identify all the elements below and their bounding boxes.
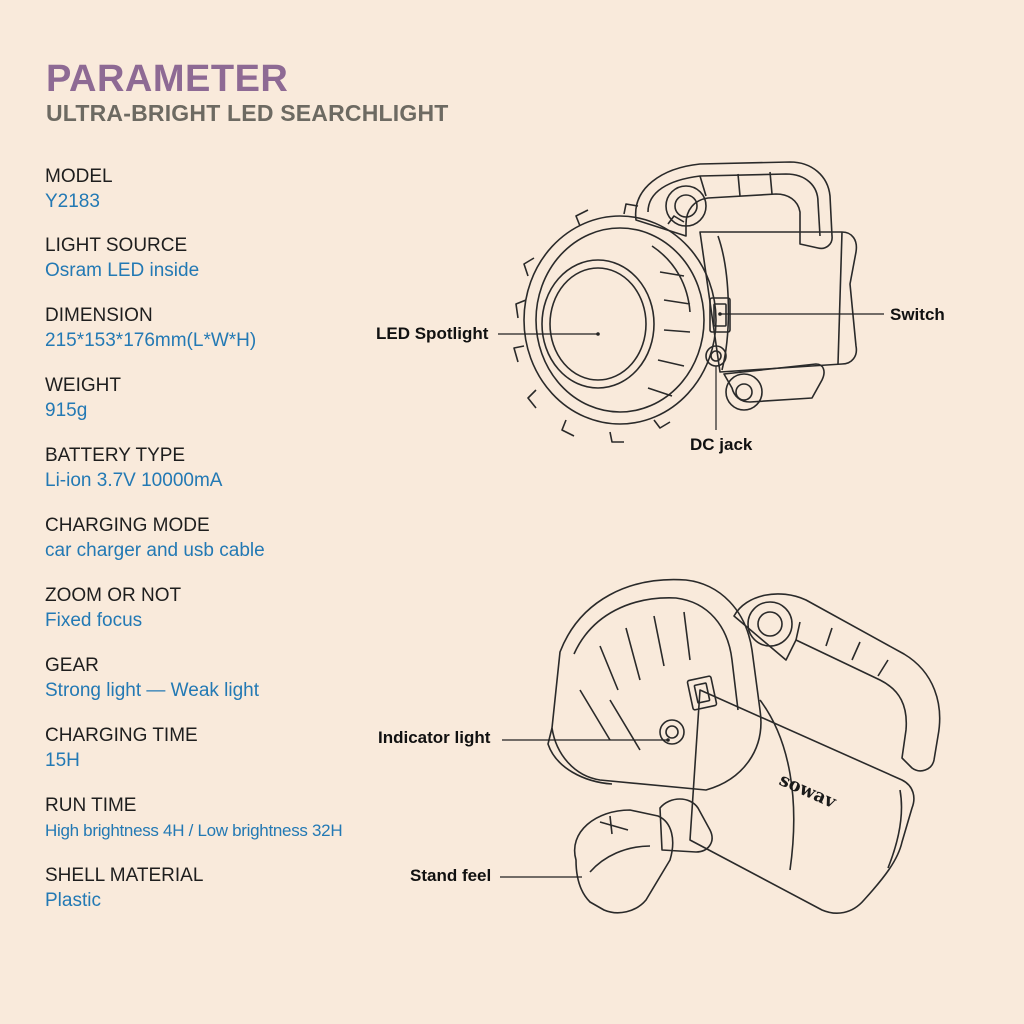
spec-label: GEAR bbox=[45, 655, 99, 676]
spec-value: Y2183 bbox=[45, 191, 100, 212]
callout-led-spotlight: LED Spotlight bbox=[376, 324, 489, 343]
spec-label: ZOOM OR NOT bbox=[45, 585, 182, 606]
spec-value: Fixed focus bbox=[45, 610, 143, 631]
spec-value: Strong light — Weak light bbox=[45, 680, 260, 701]
spec-run-time: RUN TIME High brightness 4H / Low bright… bbox=[45, 795, 385, 842]
spec-label: RUN TIME bbox=[45, 795, 137, 816]
spec-label: MODEL bbox=[45, 166, 113, 187]
spec-label: DIMENSION bbox=[45, 305, 153, 326]
callout-indicator-light: Indicator light bbox=[378, 728, 491, 747]
spec-charging-time: CHARGING TIME 15H bbox=[45, 725, 385, 772]
searchlight-side-view bbox=[547, 578, 941, 914]
spec-gear: GEAR Strong light — Weak light bbox=[45, 655, 385, 702]
spec-dimension: DIMENSION 215*153*176mm(L*W*H) bbox=[45, 305, 385, 352]
spec-value: 215*153*176mm(L*W*H) bbox=[45, 330, 257, 351]
spec-zoom: ZOOM OR NOT Fixed focus bbox=[45, 585, 385, 632]
callout-stand-feel: Stand feel bbox=[410, 866, 492, 885]
spec-shell-material: SHELL MATERIAL Plastic bbox=[45, 865, 385, 912]
spec-label: CHARGING MODE bbox=[45, 515, 210, 536]
spec-label: CHARGING TIME bbox=[45, 725, 198, 746]
spec-label: WEIGHT bbox=[45, 375, 121, 396]
spec-value: Plastic bbox=[45, 890, 101, 911]
spec-value: Li-ion 3.7V 10000mA bbox=[45, 470, 223, 491]
spec-value: Osram LED inside bbox=[45, 260, 200, 281]
page-subtitle: ULTRA-BRIGHT LED SEARCHLIGHT bbox=[46, 100, 449, 126]
spec-label: LIGHT SOURCE bbox=[45, 235, 188, 256]
spec-model: MODEL Y2183 bbox=[45, 166, 385, 213]
callout-switch: Switch bbox=[890, 305, 945, 324]
page-title: PARAMETER bbox=[46, 58, 289, 100]
spec-weight: WEIGHT 915g bbox=[45, 375, 385, 422]
searchlight-front-view bbox=[513, 161, 858, 443]
spec-value: 915g bbox=[45, 400, 88, 421]
spec-value: 15H bbox=[45, 750, 80, 771]
spec-value: High brightness 4H / Low brightness 32H bbox=[45, 821, 343, 840]
spec-charging-mode: CHARGING MODE car charger and usb cable bbox=[45, 515, 385, 562]
spec-label: SHELL MATERIAL bbox=[45, 865, 204, 886]
spec-label: BATTERY TYPE bbox=[45, 445, 186, 466]
callout-dc-jack: DC jack bbox=[690, 435, 753, 454]
spec-value: car charger and usb cable bbox=[45, 540, 265, 561]
brand-label: sowav bbox=[776, 769, 840, 813]
spec-battery-type: BATTERY TYPE Li-ion 3.7V 10000mA bbox=[45, 445, 385, 492]
spec-light-source: LIGHT SOURCE Osram LED inside bbox=[45, 235, 385, 282]
